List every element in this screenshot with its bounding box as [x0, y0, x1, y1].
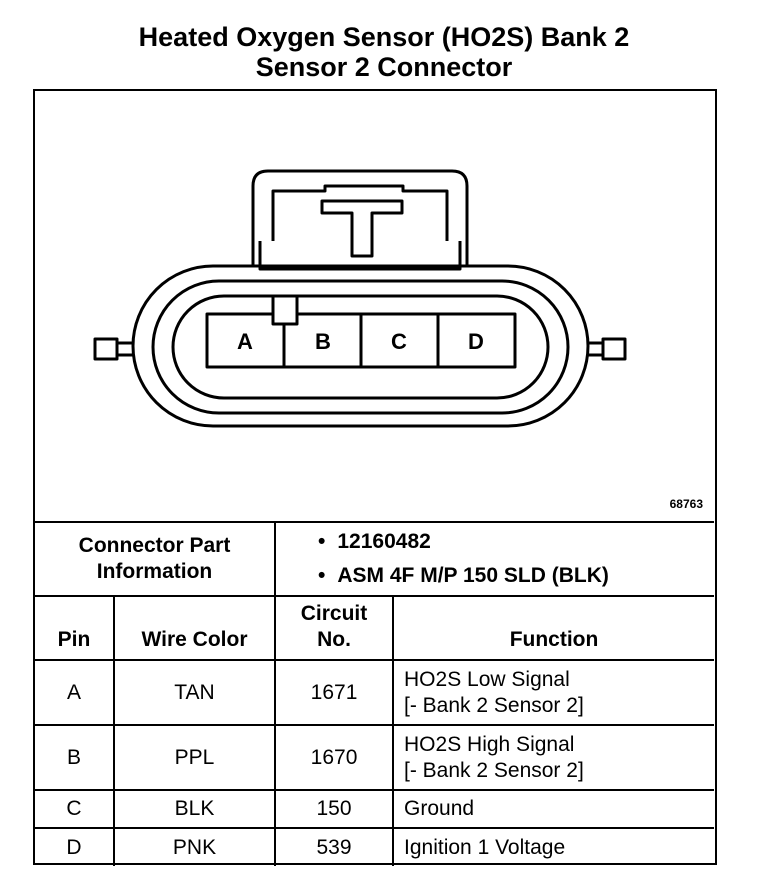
connector-frame: A B C D 68763 Connector Part Information…: [33, 89, 717, 866]
function-cell: HO2S High Signal [- Bank 2 Sensor 2]: [392, 724, 715, 791]
pinout-table: Connector Part Information 12160482 ASM …: [35, 521, 715, 866]
part-info-label: Connector Part Information: [35, 521, 277, 597]
figure-id: 68763: [669, 497, 703, 511]
latch-t-shape: [320, 199, 404, 258]
title-line-2: Sensor 2 Connector: [255, 52, 513, 82]
circuit-cell: 150: [274, 789, 395, 829]
key-tab: [271, 294, 299, 326]
right-ear: [601, 337, 627, 361]
pin-label-d: D: [468, 329, 484, 354]
table-row: D PNK 539 Ignition 1 Voltage: [35, 827, 715, 866]
table-row: C BLK 150 Ground: [35, 789, 715, 829]
wire-color-cell: PPL: [112, 724, 277, 791]
header-row: Pin Wire Color Circuit No. Function: [35, 595, 715, 661]
latch-inner: [271, 184, 449, 241]
latch-outline: [251, 169, 469, 266]
function-cell: Ground: [392, 789, 715, 829]
shell-outer: [131, 264, 590, 428]
pin-cell: C: [35, 789, 115, 829]
header-function: Function: [392, 595, 715, 661]
title-line-1: Heated Oxygen Sensor (HO2S) Bank 2: [138, 22, 630, 52]
connector-diagram: A B C D: [93, 169, 627, 428]
header-pin: Pin: [35, 595, 115, 661]
part-info-values: 12160482 ASM 4F M/P 150 SLD (BLK): [274, 521, 715, 597]
latch-base: [258, 241, 462, 271]
header-circuit: Circuit No.: [274, 595, 395, 661]
pin-label-a: A: [237, 329, 253, 354]
circuit-cell: 1670: [274, 724, 395, 791]
wire-color-cell: BLK: [112, 789, 277, 829]
pin-label-c: C: [391, 329, 407, 354]
part-number: 12160482: [318, 525, 708, 559]
pin-cell: A: [35, 659, 115, 726]
circuit-cell: 539: [274, 827, 395, 866]
left-ear: [93, 337, 119, 361]
function-cell: HO2S Low Signal [- Bank 2 Sensor 2]: [392, 659, 715, 726]
table-row: A TAN 1671 HO2S Low Signal [- Bank 2 Sen…: [35, 659, 715, 726]
pin-cell: B: [35, 724, 115, 791]
header-wire-color: Wire Color: [112, 595, 277, 661]
shell-middle: [151, 279, 570, 415]
function-cell: Ignition 1 Voltage: [392, 827, 715, 866]
wire-color-cell: TAN: [112, 659, 277, 726]
shell-inner: [171, 294, 550, 400]
wire-color-cell: PNK: [112, 827, 277, 866]
circuit-cell: 1671: [274, 659, 395, 726]
part-description: ASM 4F M/P 150 SLD (BLK): [318, 559, 708, 593]
pin-cell: D: [35, 827, 115, 866]
table-row: B PPL 1670 HO2S High Signal [- Bank 2 Se…: [35, 724, 715, 791]
part-info-row: Connector Part Information 12160482 ASM …: [35, 521, 715, 597]
pin-label-b: B: [315, 329, 331, 354]
